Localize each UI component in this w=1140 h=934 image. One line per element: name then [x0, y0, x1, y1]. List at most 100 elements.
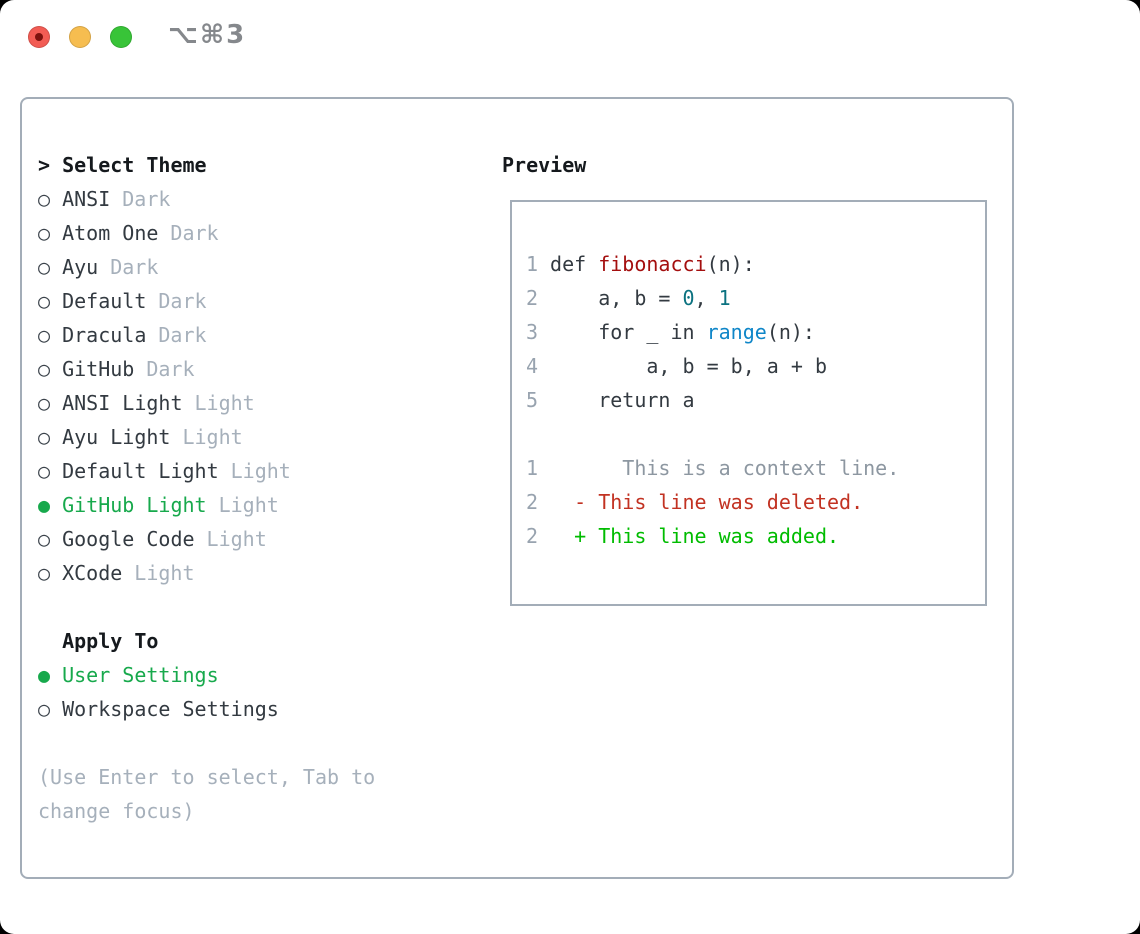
- preview-header: Preview: [502, 153, 587, 177]
- line-number: 5: [526, 388, 539, 412]
- theme-name: GitHub Light: [62, 493, 207, 517]
- code-text: a, b = b, a + b: [550, 354, 827, 378]
- code-segment: + This line was added.: [550, 524, 840, 548]
- code-text: a, b = 0, 1: [550, 286, 731, 310]
- code-line: 1 This is a context line.: [526, 451, 985, 485]
- theme-name: XCode: [62, 561, 123, 585]
- theme-variant: Light: [230, 459, 291, 483]
- code-segment: 0: [682, 286, 695, 310]
- code-line: 2 - This line was deleted.: [526, 485, 985, 519]
- select-theme-title: Select Theme: [62, 153, 207, 177]
- code-segment: a, b =: [550, 286, 683, 310]
- theme-name: Default: [62, 289, 147, 313]
- prompt-icon: >: [38, 153, 51, 177]
- record-dot-icon: [35, 33, 43, 41]
- line-number: 1: [526, 456, 539, 480]
- code-text: def fibonacci(n):: [550, 252, 755, 276]
- code-segment: (n):: [766, 320, 815, 344]
- theme-option[interactable]: ○ Atom One Dark: [38, 216, 438, 250]
- radio-icon: ○: [38, 187, 63, 211]
- theme-name: Default Light: [62, 459, 219, 483]
- theme-option[interactable]: ○ XCode Light: [38, 556, 438, 590]
- code-line: [526, 417, 985, 451]
- theme-name: Atom One: [62, 221, 159, 245]
- radio-icon: ○: [38, 255, 63, 279]
- theme-option[interactable]: ○ Dracula Dark: [38, 318, 438, 352]
- code-text: - This line was deleted.: [550, 490, 863, 514]
- radio-icon: ○: [38, 459, 63, 483]
- code-segment: fibonacci: [598, 252, 707, 276]
- theme-variant: Dark: [158, 323, 207, 347]
- theme-variant: Light: [182, 425, 243, 449]
- code-text: + This line was added.: [550, 524, 839, 548]
- select-theme-header: > Select Theme: [38, 148, 438, 182]
- theme-option[interactable]: ○ Default Light Light: [38, 454, 438, 488]
- minimize-button[interactable]: [69, 26, 91, 48]
- radio-icon: ○: [38, 391, 63, 415]
- spacer: [38, 590, 438, 624]
- radio-icon: ○: [38, 697, 63, 721]
- radio-icon: ○: [38, 527, 63, 551]
- code-segment: return a: [550, 388, 695, 412]
- line-number: 2: [526, 490, 539, 514]
- radio-icon: ○: [38, 561, 63, 585]
- apply-to-header: Apply To: [38, 624, 438, 658]
- apply-to-option[interactable]: ○ Workspace Settings: [38, 692, 438, 726]
- theme-option[interactable]: ○ Ayu Light Light: [38, 420, 438, 454]
- theme-name: ANSI Light: [62, 391, 183, 415]
- code-text: This is a context line.: [550, 456, 899, 480]
- radio-selected-icon: ●: [38, 493, 63, 517]
- theme-option[interactable]: ● GitHub Light Light: [38, 488, 438, 522]
- close-button[interactable]: [28, 26, 50, 48]
- code-text: for _ in range(n):: [550, 320, 815, 344]
- code-line: 2 + This line was added.: [526, 519, 985, 553]
- zoom-button[interactable]: [110, 26, 132, 48]
- titlebar: ⌥⌘3: [0, 0, 1140, 74]
- code-segment: (n):: [706, 252, 755, 276]
- radio-icon: ○: [38, 425, 63, 449]
- theme-variant: Dark: [122, 187, 171, 211]
- spacer: [38, 726, 438, 760]
- theme-variant: Dark: [146, 357, 195, 381]
- hint-text: (Use Enter to select, Tab to change focu…: [38, 765, 376, 823]
- code-segment: ,: [694, 286, 719, 310]
- code-line: 5 return a: [526, 383, 985, 417]
- theme-variant: Light: [218, 493, 279, 517]
- code-segment: 1: [718, 286, 731, 310]
- radio-icon: ○: [38, 289, 63, 313]
- window-title: ⌥⌘3: [168, 20, 247, 50]
- apply-to-option[interactable]: ● User Settings: [38, 658, 438, 692]
- theme-name: Ayu: [62, 255, 99, 279]
- line-number: 4: [526, 354, 539, 378]
- apply-to-list: ● User Settings○ Workspace Settings: [38, 658, 438, 726]
- radio-selected-icon: ●: [38, 663, 63, 687]
- apply-to-option-label: User Settings: [62, 663, 219, 687]
- line-number: 3: [526, 320, 539, 344]
- code-line: 4 a, b = b, a + b: [526, 349, 985, 383]
- radio-icon: ○: [38, 221, 63, 245]
- apply-to-title: Apply To: [62, 629, 159, 653]
- code-segment: for _ in: [550, 320, 707, 344]
- theme-variant: Light: [134, 561, 195, 585]
- radio-icon: ○: [38, 323, 63, 347]
- theme-name: Dracula: [62, 323, 147, 347]
- theme-variant: Dark: [170, 221, 219, 245]
- code-segment: range: [706, 320, 767, 344]
- apply-to-option-label: Workspace Settings: [62, 697, 279, 721]
- theme-name: Ayu Light: [62, 425, 171, 449]
- code-text: return a: [550, 388, 695, 412]
- line-number: 2: [526, 524, 539, 548]
- code-line: 2 a, b = 0, 1: [526, 281, 985, 315]
